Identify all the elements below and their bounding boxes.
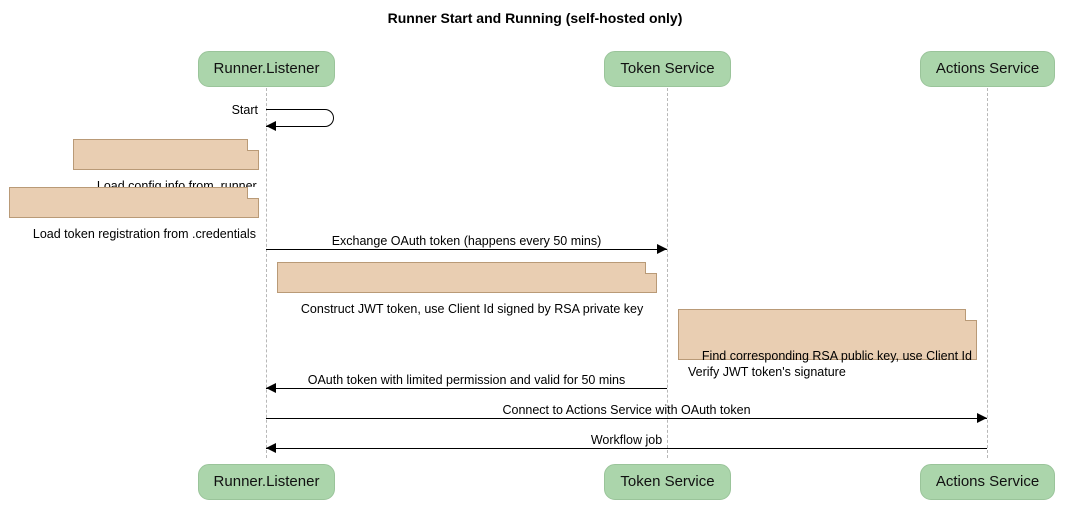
note-fold-icon [966,309,977,320]
participant-token-bottom[interactable]: Token Service [604,464,731,500]
note-fold-icon [248,139,259,150]
note-verify-jwt: Find corresponding RSA public key, use C… [678,309,977,379]
note-construct-jwt: Construct JWT token, use Client Id signe… [277,262,657,316]
note-fold-icon [646,262,657,273]
lifeline-actions [987,88,988,458]
participant-token-top[interactable]: Token Service [604,51,731,87]
message-label-exchange-oauth-token: Exchange OAuth token (happens every 50 m… [331,234,602,248]
note-load-token-registration: Load token registration from .credential… [9,187,259,241]
note-fold-icon [248,187,259,198]
arrowhead-workflow-job [266,443,276,453]
message-label-start: Start [231,103,258,117]
note-load-config: Load config info from .runner [73,139,259,193]
message-line-connect-actions-service [266,418,987,419]
participant-runner-top[interactable]: Runner.Listener [198,51,335,87]
message-label-connect-actions-service: Connect to Actions Service with OAuth to… [502,403,751,417]
note-text: Load token registration from .credential… [32,227,256,241]
arrowhead-exchange-oauth-token [657,244,667,254]
participant-runner-bottom[interactable]: Runner.Listener [198,464,335,500]
arrowhead-connect-actions-service [977,413,987,423]
message-line-oauth-token-reply [266,388,667,389]
lifeline-runner [266,88,267,458]
note-text: Find corresponding RSA public key, use C… [688,349,972,379]
message-label-oauth-token-reply: OAuth token with limited permission and … [307,373,626,387]
message-line-exchange-oauth-token [266,249,667,250]
lifeline-token [667,88,668,458]
note-text: Construct JWT token, use Client Id signe… [300,302,644,316]
arrowhead-start [266,121,276,131]
participant-actions-bottom[interactable]: Actions Service [920,464,1055,500]
message-self-loop-start [266,109,334,127]
participant-actions-top[interactable]: Actions Service [920,51,1055,87]
message-label-workflow-job: Workflow job [590,433,663,447]
arrowhead-oauth-token-reply [266,383,276,393]
page-title: Runner Start and Running (self-hosted on… [387,10,683,26]
message-line-workflow-job [266,448,987,449]
